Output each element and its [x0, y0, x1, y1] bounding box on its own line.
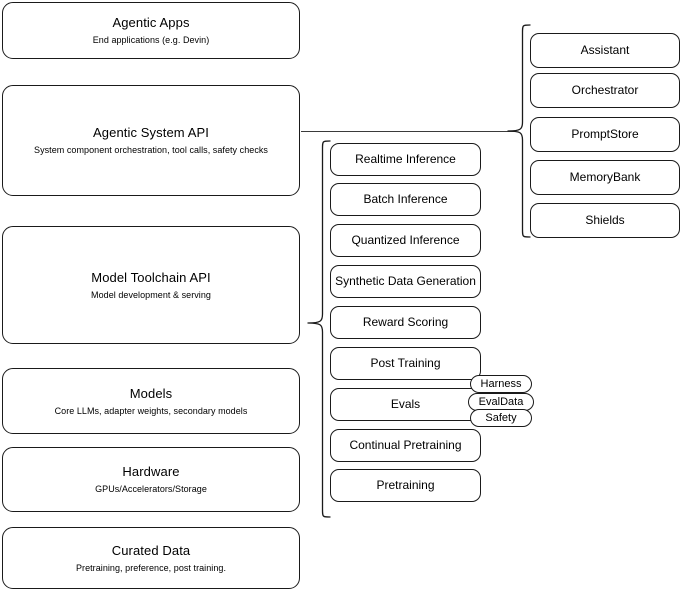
- layer-box-model-toolchain-api[interactable]: Model Toolchain API Model development & …: [2, 226, 300, 344]
- evals-badge-evaldata[interactable]: EvalData: [468, 393, 534, 411]
- capability-box-reward-scoring[interactable]: Reward Scoring: [330, 306, 481, 339]
- layer-box-agentic-system-api[interactable]: Agentic System API System component orch…: [2, 85, 300, 196]
- capability-box-batch-inference[interactable]: Batch Inference: [330, 183, 481, 216]
- layer-title: Curated Data: [111, 542, 191, 558]
- component-label: PromptStore: [571, 127, 639, 141]
- component-box-shields[interactable]: Shields: [530, 203, 680, 238]
- capability-label: Post Training: [370, 356, 441, 370]
- layer-subtitle: Model development & serving: [91, 289, 211, 300]
- capability-label: Quantized Inference: [351, 233, 460, 247]
- component-label: MemoryBank: [569, 170, 641, 184]
- capability-box-synthetic-data-generation[interactable]: Synthetic Data Generation: [330, 265, 481, 298]
- layer-title: Models: [129, 385, 173, 401]
- capability-box-post-training[interactable]: Post Training: [330, 347, 481, 380]
- brace-middle-column: [307, 140, 331, 518]
- layer-box-agentic-apps[interactable]: Agentic Apps End applications (e.g. Devi…: [2, 2, 300, 59]
- component-box-promptstore[interactable]: PromptStore: [530, 117, 680, 152]
- component-box-assistant[interactable]: Assistant: [530, 33, 680, 68]
- capability-label: Evals: [390, 397, 421, 411]
- layer-subtitle: Core LLMs, adapter weights, secondary mo…: [54, 405, 248, 416]
- layer-title: Agentic System API: [93, 125, 209, 140]
- layer-box-curated-data[interactable]: Curated Data Pretraining, preference, po…: [2, 527, 300, 589]
- component-box-memorybank[interactable]: MemoryBank: [530, 160, 680, 195]
- capability-label: Realtime Inference: [355, 152, 456, 166]
- capability-box-quantized-inference[interactable]: Quantized Inference: [330, 224, 481, 257]
- capability-label: Pretraining: [376, 478, 435, 492]
- component-box-orchestrator[interactable]: Orchestrator: [530, 73, 680, 108]
- component-label: Assistant: [580, 43, 630, 57]
- layer-box-hardware[interactable]: Hardware GPUs/Accelerators/Storage: [2, 447, 300, 512]
- evals-badge-harness[interactable]: Harness: [470, 375, 532, 393]
- evals-badge-label: Safety: [485, 411, 517, 424]
- component-label: Orchestrator: [571, 83, 639, 97]
- capability-label: Reward Scoring: [362, 315, 449, 329]
- layer-subtitle: End applications (e.g. Devin): [92, 35, 210, 45]
- evals-badge-safety[interactable]: Safety: [470, 409, 532, 427]
- capability-box-realtime-inference[interactable]: Realtime Inference: [330, 143, 481, 176]
- layer-subtitle: GPUs/Accelerators/Storage: [95, 484, 207, 494]
- layer-title: Agentic Apps: [112, 15, 190, 30]
- capability-label: Batch Inference: [363, 192, 448, 206]
- capability-label: Continual Pretraining: [349, 438, 462, 452]
- capability-box-evals[interactable]: Evals: [330, 388, 481, 421]
- evals-badge-label: Harness: [480, 377, 522, 390]
- layer-title: Model Toolchain API: [91, 269, 211, 285]
- capability-label: Synthetic Data Generation: [335, 274, 476, 288]
- layer-title: Hardware: [122, 464, 180, 479]
- layer-subtitle: Pretraining, preference, post training.: [75, 562, 227, 573]
- layer-box-models[interactable]: Models Core LLMs, adapter weights, secon…: [2, 368, 300, 434]
- layer-subtitle: System component orchestration, tool cal…: [34, 145, 268, 155]
- connector-system-api-to-components: [301, 131, 515, 133]
- capability-box-pretraining[interactable]: Pretraining: [330, 469, 481, 502]
- capability-box-continual-pretraining[interactable]: Continual Pretraining: [330, 429, 481, 462]
- component-label: Shields: [585, 213, 625, 227]
- evals-badge-label: EvalData: [478, 395, 524, 408]
